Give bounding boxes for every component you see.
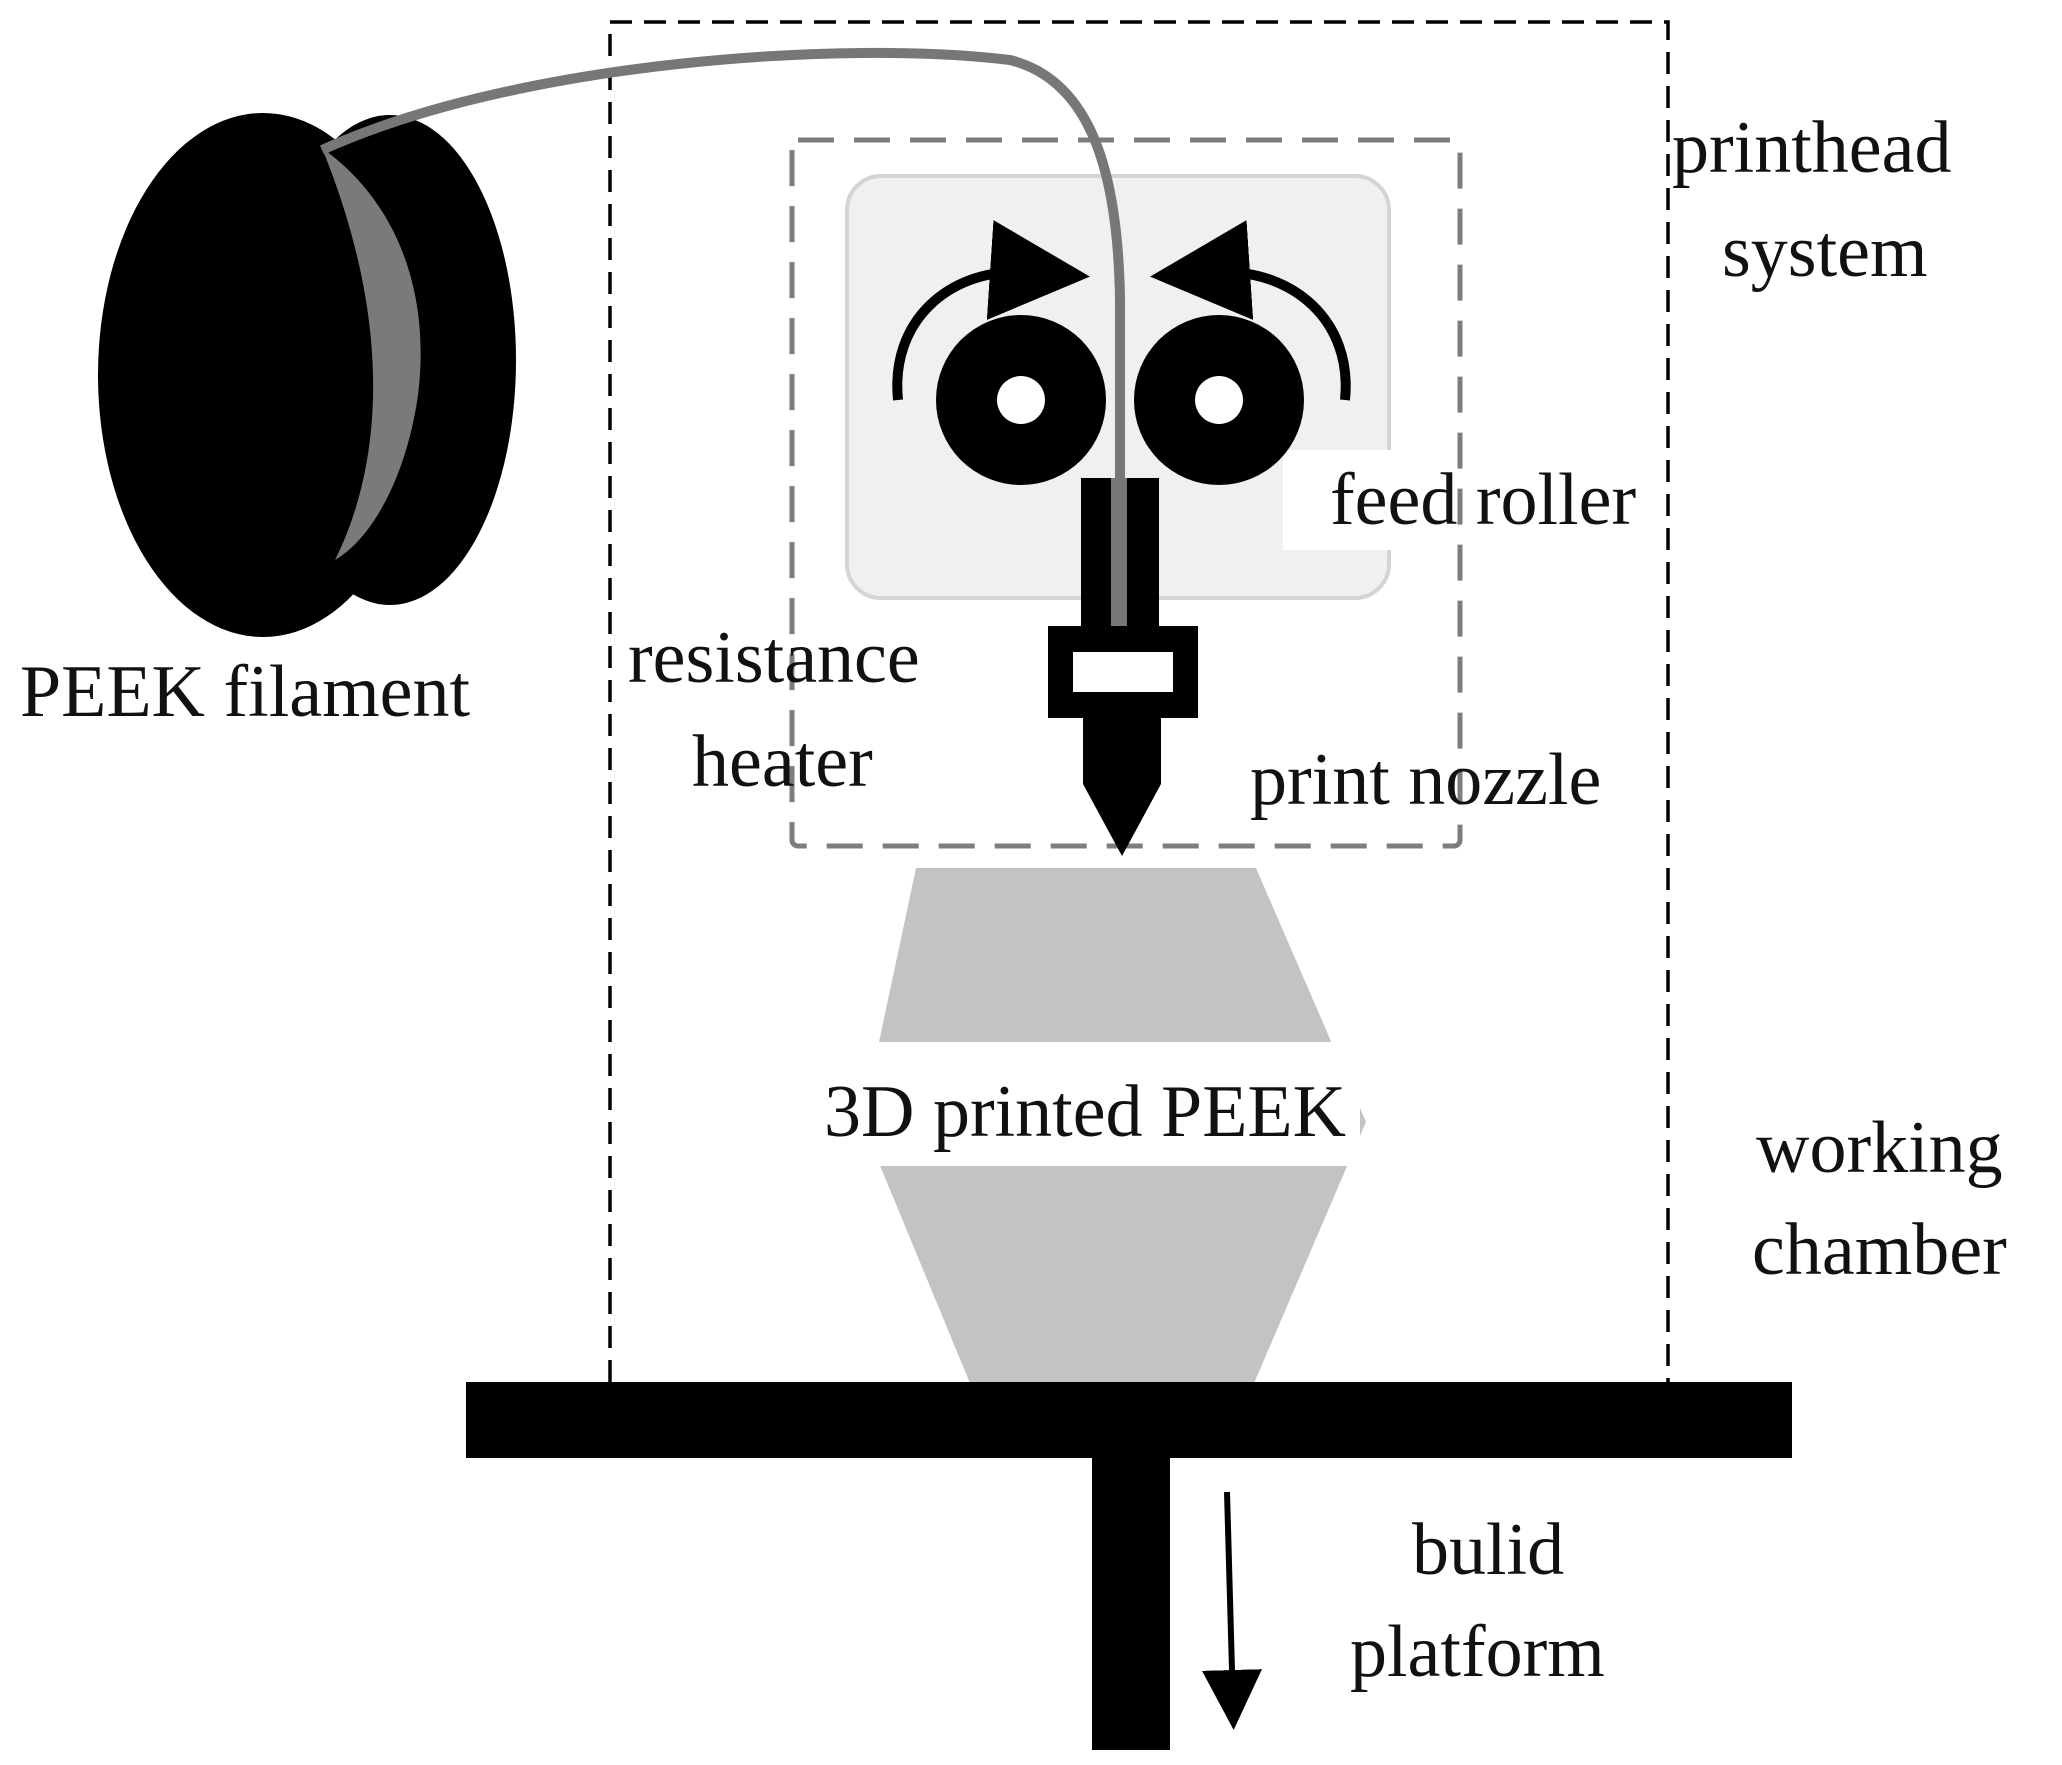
rotation-arrow-left-icon <box>892 220 1090 401</box>
feed-roller-left <box>936 315 1106 485</box>
label-printhead: printhead <box>1672 107 1951 189</box>
feed-roller-right <box>1134 315 1304 485</box>
label-bulid: bulid <box>1412 1509 1564 1591</box>
feed-roller-label-backdrop <box>1283 450 1433 550</box>
label-printhead-system: system <box>1722 211 1928 293</box>
rotation-arrow-right-icon <box>1150 220 1351 401</box>
label-working-chamber: chamber <box>1752 1209 2007 1291</box>
label-peek-filament: PEEK filament <box>20 651 471 733</box>
label-resistance: resistance <box>628 617 920 699</box>
label-build-platform: platform <box>1350 1611 1605 1693</box>
filament-spool-icon <box>98 113 516 637</box>
printed-part-label-band <box>820 1042 1360 1166</box>
label-3d-printed-peek: 3D printed PEEK <box>824 1071 1346 1153</box>
label-working: working <box>1756 1107 2003 1189</box>
label-feed-roller: feed roller <box>1330 459 1636 541</box>
working-chamber-outline <box>608 20 1670 1382</box>
build-platform-post <box>1092 1456 1170 1750</box>
platform-down-arrow-icon <box>1202 1491 1262 1730</box>
label-print-nozzle: print nozzle <box>1250 739 1601 821</box>
build-platform <box>466 1382 1792 1458</box>
label-heater: heater <box>692 721 873 803</box>
print-nozzle <box>1048 478 1198 856</box>
filament-strand <box>319 47 1125 620</box>
